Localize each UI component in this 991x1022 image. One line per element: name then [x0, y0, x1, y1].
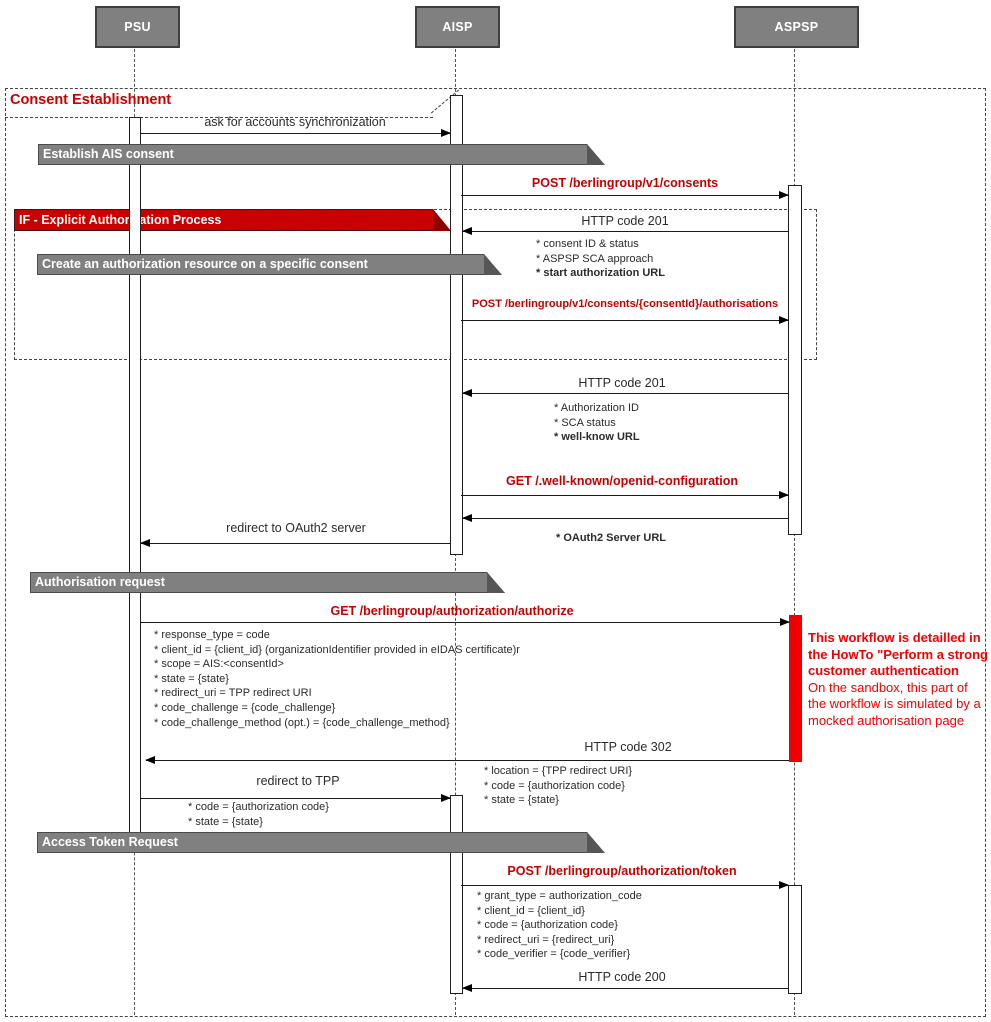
note-line: * well-know URL: [554, 431, 640, 444]
arrowhead-left-icon: [462, 389, 472, 397]
annotation-mocked-workflow: This workflow is detailled in the HowTo …: [808, 630, 988, 729]
note-line: * client_id = {client_id} (organizationI…: [154, 643, 520, 656]
actor-aisp-label: AISP: [442, 20, 473, 34]
arrow-post-token: [461, 881, 789, 889]
note-line: * client_id = {client_id}: [477, 904, 585, 917]
activation-aspsp-2: [788, 885, 802, 994]
actor-aspsp: ASPSP: [734, 6, 859, 48]
note-token-params: * grant_type = authorization_code * clie…: [477, 889, 642, 962]
message-redirect-tpp: redirect to TPP: [256, 774, 340, 788]
banner-authorisation-request-label: Authorisation request: [35, 575, 165, 589]
arrow-http-200: [462, 984, 788, 992]
frame-label-divider: [5, 89, 433, 118]
message-http-302: HTTP code 302: [584, 740, 672, 754]
banner-if-explicit-authorization: IF - Explicit Authorization Process: [14, 209, 451, 231]
banner-authorisation-request: Authorisation request: [30, 572, 505, 593]
note-line: * state = {state}: [484, 794, 559, 807]
message-redirect-oauth2: redirect to OAuth2 server: [226, 521, 366, 535]
arrowhead-right-icon: [779, 191, 789, 199]
message-post-authorisations: POST /berlingroup/v1/consents/{consentId…: [471, 298, 779, 310]
note-line: * location = {TPP redirect URI}: [484, 765, 633, 777]
activation-aspsp-mocked-red: [789, 615, 802, 762]
banner-if-label: IF - Explicit Authorization Process: [19, 213, 222, 227]
note-http-302-params: * location = {TPP redirect URI} * code =…: [484, 764, 632, 808]
message-http-201-auth: HTTP code 201: [578, 376, 666, 390]
arrow-redirect-tpp: [140, 794, 451, 802]
banner-establish-ais-consent: Establish AIS consent: [38, 144, 605, 165]
message-get-wellknown: GET /.well-known/openid-configuration: [506, 474, 738, 488]
arrow-wellknown-response: [462, 514, 788, 522]
arrow-ask-sync: [140, 129, 451, 137]
note-auth-response: * Authorization ID * SCA status * well-k…: [554, 401, 640, 445]
note-line: * grant_type = authorization_code: [477, 890, 642, 902]
arrowhead-left-icon: [140, 539, 150, 547]
note-line: * start authorization URL: [536, 267, 665, 280]
note-line: * redirect_uri = TPP redirect URI: [154, 687, 312, 700]
frame-title: Consent Establishment: [10, 92, 172, 108]
activation-aisp-2: [450, 795, 463, 994]
banner-access-token-label: Access Token Request: [42, 835, 178, 849]
note-line: * state = {state}: [154, 672, 229, 685]
note-redirect-tpp-params: * code = {authorization code} * state = …: [188, 800, 329, 829]
note-line: * code_verifier = {code_verifier}: [477, 948, 631, 961]
banner-create-auth-resource: Create an authorization resource on a sp…: [37, 254, 502, 275]
note-line: * code = {authorization code}: [477, 919, 618, 932]
activation-aisp-1: [450, 95, 463, 555]
note-authorize-params: * response_type = code * client_id = {cl…: [154, 628, 520, 730]
message-post-token: POST /berlingroup/authorization/token: [507, 864, 737, 878]
note-line: * OAuth2 Server URL: [556, 532, 667, 544]
actor-psu: PSU: [95, 6, 180, 48]
message-ask-sync: ask for accounts synchronization: [204, 115, 386, 129]
arrowhead-left-icon: [462, 514, 472, 522]
arrow-redirect-oauth2: [140, 539, 450, 547]
note-line: * code = {authorization code}: [188, 801, 329, 813]
arrowhead-right-icon: [780, 618, 790, 626]
banner-establish-label: Establish AIS consent: [43, 147, 174, 161]
actor-aisp: AISP: [415, 6, 500, 48]
annotation-regular-text: On the sandbox, this part of the workflo…: [808, 679, 981, 728]
arrow-post-consents: [461, 191, 789, 199]
note-line: * ASPSP SCA approach: [536, 252, 654, 265]
actor-aspsp-label: ASPSP: [774, 20, 819, 34]
arrowhead-right-icon: [779, 881, 789, 889]
activation-aspsp-1: [788, 185, 802, 535]
note-line: * scope = AIS:<consentId>: [154, 658, 284, 671]
arrow-http-201-auth: [462, 389, 788, 397]
note-line: * code_challenge_method (opt.) = {code_c…: [154, 716, 450, 729]
arrowhead-right-icon: [441, 129, 451, 137]
banner-create-auth-label: Create an authorization resource on a sp…: [42, 257, 368, 271]
arrowhead-left-icon: [462, 227, 472, 235]
arrowhead-right-icon: [441, 794, 451, 802]
arrowhead-left-icon: [462, 984, 472, 992]
activation-psu: [129, 117, 141, 845]
arrow-post-authorisations: [461, 316, 789, 324]
message-http-201-consents: HTTP code 201: [581, 214, 669, 228]
annotation-bold-text: This workflow is detailled in the HowTo …: [808, 630, 988, 678]
message-http-200: HTTP code 200: [578, 970, 666, 984]
arrow-http-302: [145, 756, 789, 764]
actor-psu-label: PSU: [124, 20, 151, 34]
note-line: * consent ID & status: [536, 238, 639, 250]
note-line: * redirect_uri = {redirect_uri}: [477, 933, 615, 946]
note-line: * code_challenge = {code_challenge}: [154, 701, 336, 714]
note-line: * code = {authorization code}: [484, 779, 625, 792]
note-consents-response: * consent ID & status * ASPSP SCA approa…: [536, 237, 665, 281]
arrowhead-right-icon: [779, 316, 789, 324]
note-oauth2-server: * OAuth2 Server URL: [556, 531, 666, 546]
consent-establishment-frame: [5, 88, 986, 1017]
arrow-http-201-consents: [462, 227, 788, 235]
note-line: * SCA status: [554, 416, 616, 429]
message-post-consents: POST /berlingroup/v1/consents: [531, 176, 719, 190]
arrowhead-left-icon: [145, 756, 155, 764]
message-get-authorize: GET /berlingroup/authorization/authorize: [330, 604, 574, 618]
arrow-get-wellknown: [461, 491, 789, 499]
arrow-get-authorize: [140, 618, 790, 626]
note-line: * state = {state}: [188, 815, 263, 828]
note-line: * response_type = code: [154, 629, 270, 641]
banner-access-token-request: Access Token Request: [37, 832, 605, 853]
note-line: * Authorization ID: [554, 402, 639, 414]
arrowhead-right-icon: [779, 491, 789, 499]
